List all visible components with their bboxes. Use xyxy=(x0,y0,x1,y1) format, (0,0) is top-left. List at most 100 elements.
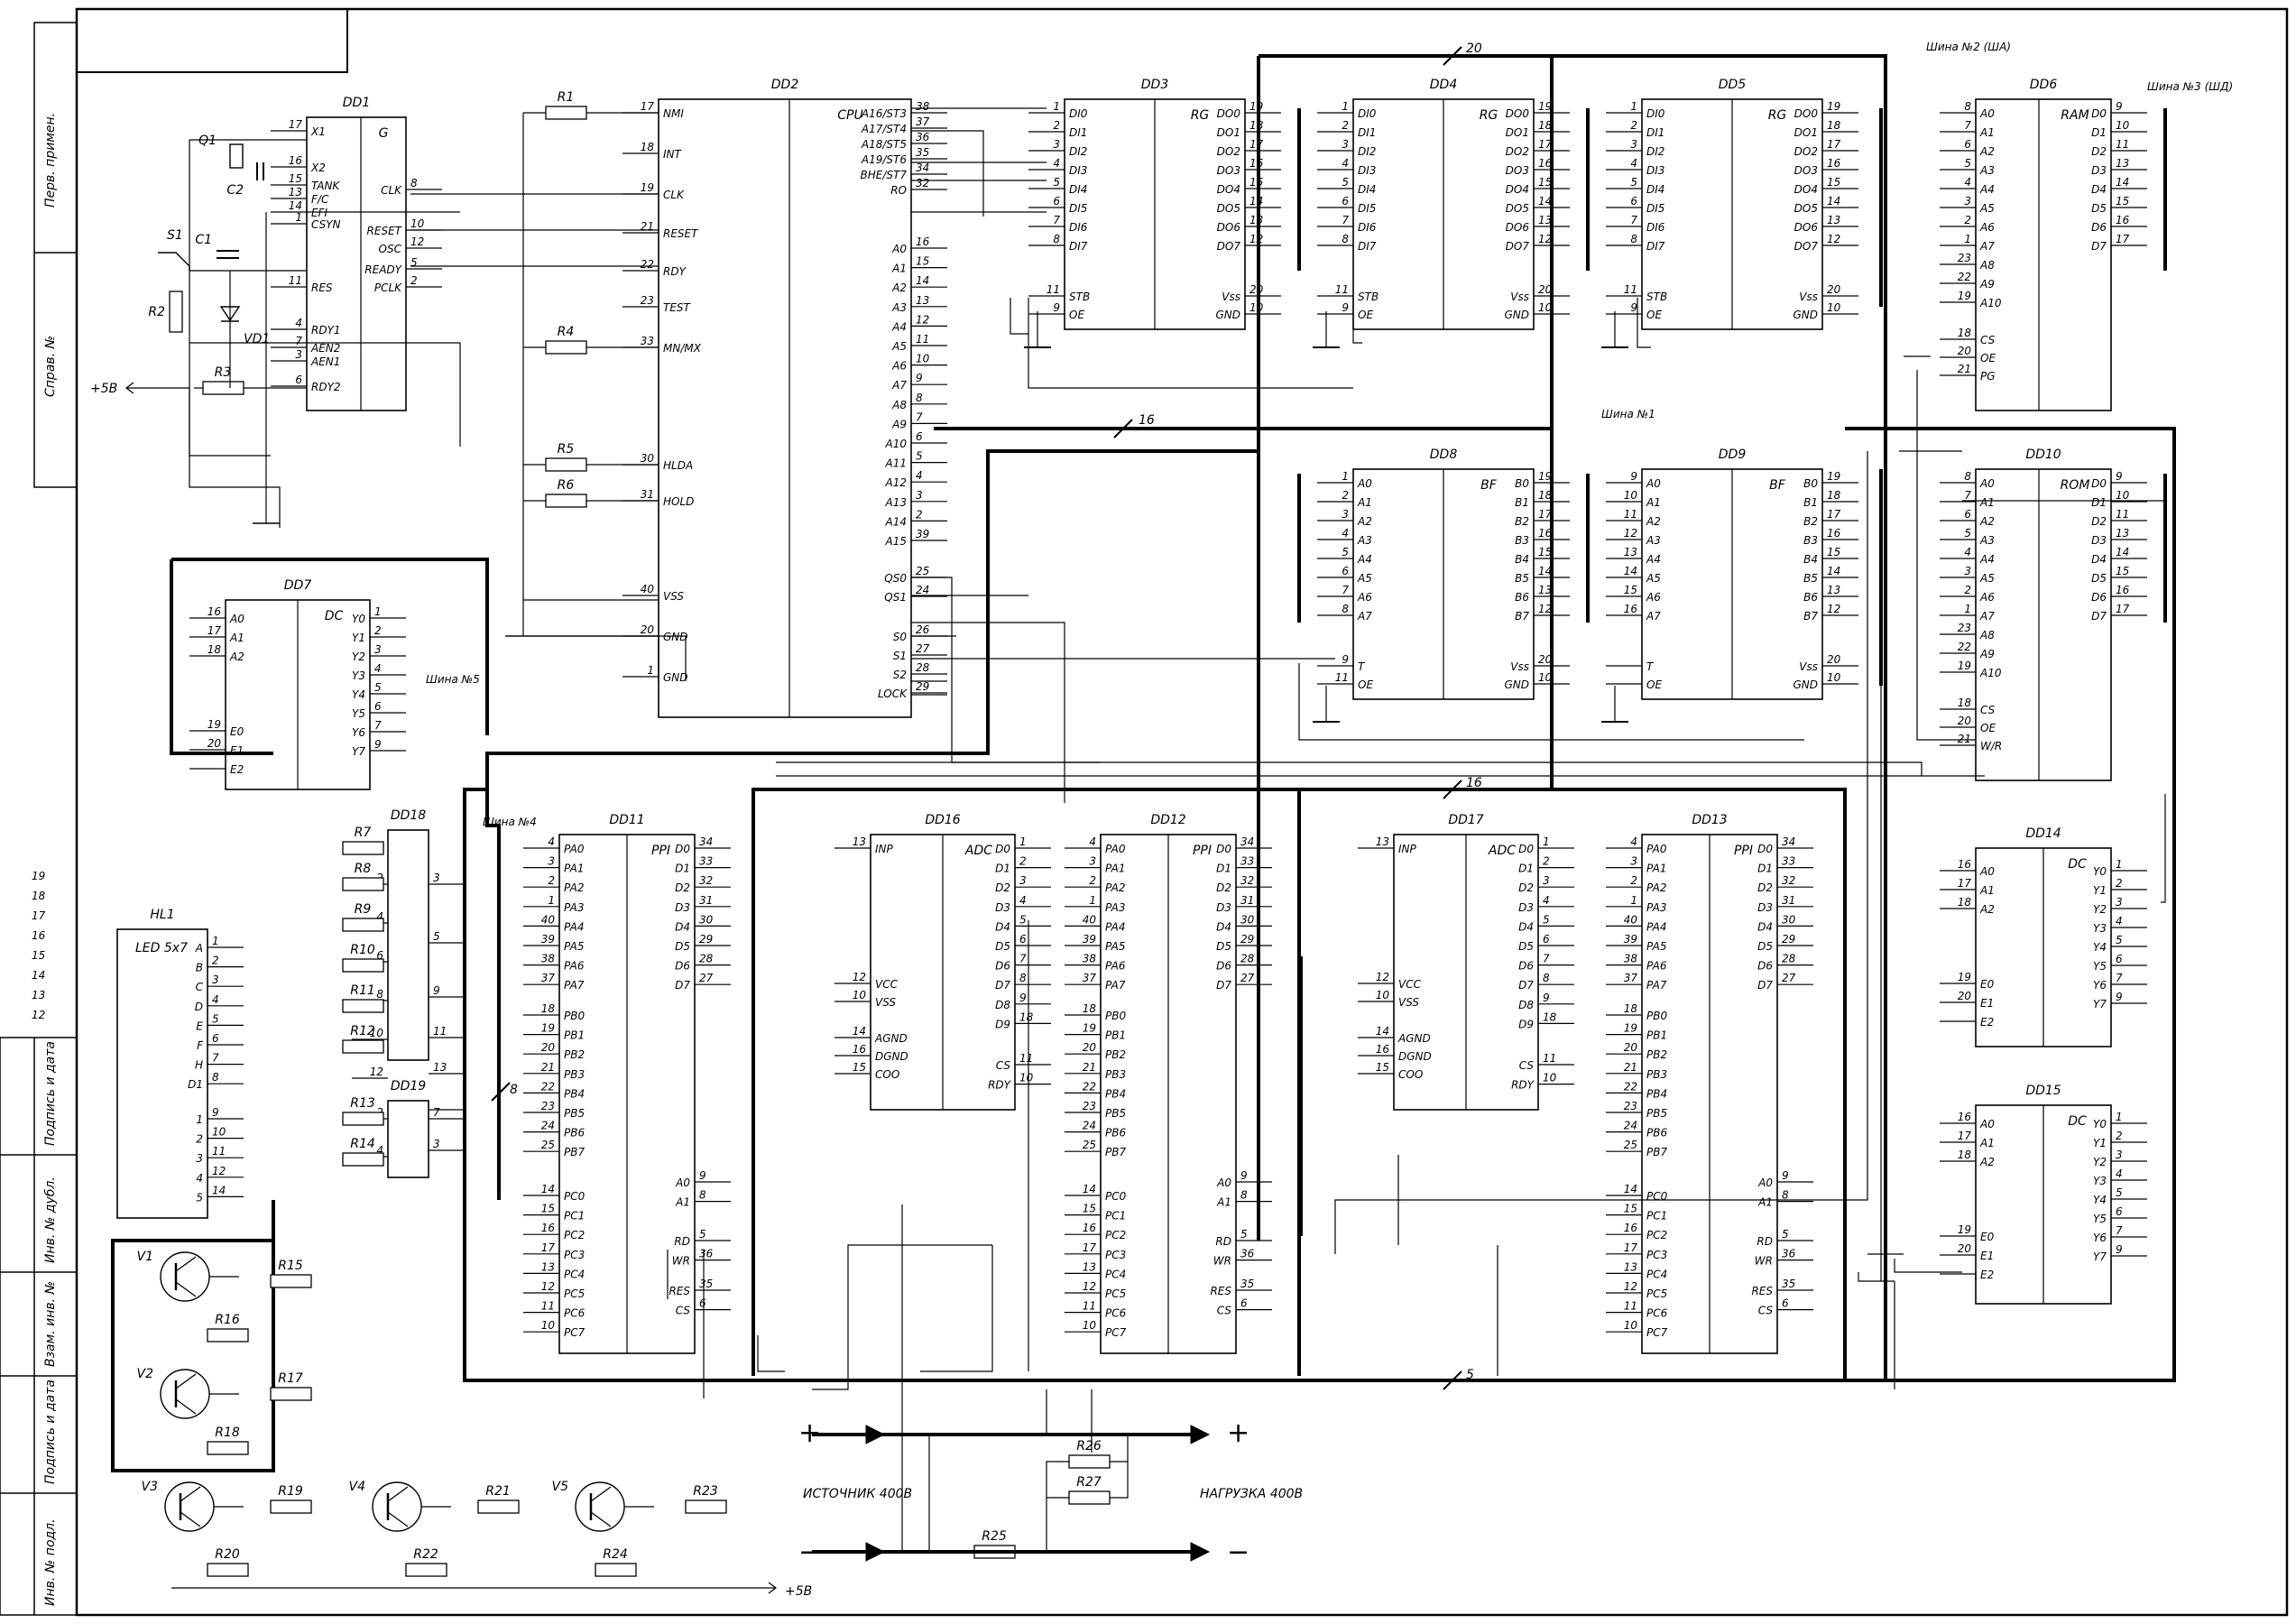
chip-pin-label: A5 xyxy=(1979,572,1995,585)
chip-pin-label: D2 xyxy=(675,881,690,894)
chip-pin-label: PC7 xyxy=(1105,1326,1127,1339)
chip-pin-number: 27 xyxy=(916,642,930,655)
chip-pin-number: 7 xyxy=(433,1106,440,1119)
chip-pin-label: S1 xyxy=(893,650,907,662)
chip-pin-label: D3 xyxy=(675,901,690,914)
chip-pin-number: 18 xyxy=(1083,1002,1097,1015)
chip-pin-number: 32 xyxy=(1782,874,1795,887)
resistor-r24: R24 xyxy=(595,1547,637,1577)
chip-pin-label: PC4 xyxy=(1646,1268,1667,1280)
chip-pin-number: 8 xyxy=(699,1189,706,1202)
chip-pin-label: PC0 xyxy=(564,1190,586,1203)
chip-pin-label: DO2 xyxy=(1217,145,1240,158)
chip-pin-number: 6 xyxy=(1342,565,1349,577)
chip-designator: DD16 xyxy=(925,813,960,827)
chip-pin-label: B1 xyxy=(1803,496,1818,509)
chip-pin-label: Y6 xyxy=(2093,1232,2107,1244)
chip-pin-label: A2 xyxy=(1979,145,1995,158)
ground-symbol xyxy=(1313,686,1340,723)
chip-pin-number: 1 xyxy=(374,605,382,618)
chip-pin-label: PC6 xyxy=(1646,1307,1668,1320)
chip-dd18: DD18246810123591113 xyxy=(352,808,465,1111)
chip-pin-number: 4 xyxy=(212,993,219,1006)
chip-pin-label: DO3 xyxy=(1217,164,1240,177)
chip-pin-label: PC5 xyxy=(1105,1287,1126,1300)
chip-pin-number: 15 xyxy=(1538,176,1552,189)
chip-pin-label: D3 xyxy=(995,901,1010,914)
chip-pin-number: 14 xyxy=(1827,195,1840,208)
chip-pin-number: 29 xyxy=(1240,933,1254,946)
chip-pin-label: PC4 xyxy=(1105,1268,1126,1280)
chip-pin-label: A5 xyxy=(1979,202,1995,215)
chip-pin-label: A1 xyxy=(891,263,907,275)
resistor-body xyxy=(342,958,384,973)
chip-pin-number: 4 xyxy=(548,835,555,848)
chip-pin-label: PA5 xyxy=(1646,940,1666,953)
chip-pin-label: A4 xyxy=(1357,553,1372,566)
chip-pin-number: 15 xyxy=(2116,195,2129,208)
chip-pin-number: 23 xyxy=(1958,622,1971,634)
chip-pin-label: DI3 xyxy=(1069,164,1087,177)
chip-pin-label: DO5 xyxy=(1794,202,1818,215)
chip-pin-label: D4 xyxy=(2091,553,2107,566)
chip-pin-label: A18/ST5 xyxy=(861,138,907,151)
chip-pin-label: VCC xyxy=(875,978,899,991)
chip-pin-number: 31 xyxy=(1782,894,1795,907)
chip-pin-label: PB1 xyxy=(1646,1029,1667,1042)
chip-pin-label: 2 xyxy=(196,1133,203,1146)
chip-pin-number: 5 xyxy=(2116,1186,2123,1199)
chip-pin-number: 11 xyxy=(1543,1052,1556,1065)
chip-pin-label: PA1 xyxy=(564,863,584,875)
chip-pin-label: DO4 xyxy=(1217,183,1240,196)
chip-pin-number: 7 xyxy=(1342,214,1349,226)
chip-pin-label: PC7 xyxy=(564,1326,586,1339)
chip-pin-number: 13 xyxy=(433,1061,447,1074)
chip-pin-number: 17 xyxy=(541,1241,556,1254)
chip-pin-number: 9 xyxy=(1342,301,1349,314)
chip-pin-number: 6 xyxy=(376,949,383,962)
chip-pin-label: PC5 xyxy=(564,1287,585,1300)
chip-pin-number: 2 xyxy=(548,874,555,887)
chip-pin-label: Y3 xyxy=(352,669,365,682)
chip-pin-label: RES xyxy=(1751,1285,1773,1297)
resistor-body xyxy=(342,1112,384,1126)
chip-pin-number: 3 xyxy=(2116,896,2123,909)
chip-pin-label: PC2 xyxy=(1105,1229,1126,1241)
chip-pin-label: MN/MX xyxy=(663,342,702,355)
chip-pin-label: A2 xyxy=(1979,515,1995,528)
chip-designator: DD7 xyxy=(284,578,312,593)
chip-designator: DD15 xyxy=(2025,1084,2061,1098)
chip-pin-label: Y7 xyxy=(2093,998,2107,1010)
chip-pin-label: LOCK xyxy=(878,687,908,700)
cap2-label: C2 xyxy=(226,183,244,198)
chip-pin-label: PC2 xyxy=(564,1229,585,1241)
chip-type: CPU xyxy=(837,108,862,123)
chip-pin-number: 16 xyxy=(1538,157,1553,170)
chip-pin-number: 20 xyxy=(1958,1242,1972,1255)
chip-pin-number: 6 xyxy=(916,430,923,443)
chip-pin-number: 39 xyxy=(541,933,555,946)
resistor-label: R15 xyxy=(278,1259,303,1273)
chip-pin-label: 1 xyxy=(196,1113,203,1126)
chip-pin-label: PA3 xyxy=(564,901,584,914)
chip-pin-label: RD xyxy=(674,1235,690,1248)
chip-pin-label: PA5 xyxy=(564,940,584,953)
chip-pin-label: A2 xyxy=(1979,903,1995,916)
bus-label-16a: 16 xyxy=(1139,413,1155,428)
chip-pin-label: DI0 xyxy=(1358,107,1377,120)
chip-pin-label: A0 xyxy=(1979,865,1995,878)
chip-pin-number: 15 xyxy=(1538,546,1552,558)
chip-pin-number: 12 xyxy=(1538,233,1552,245)
chip-pin-label: B5 xyxy=(1803,572,1818,585)
chip-pin-number: 16 xyxy=(1538,527,1553,540)
stamp-dup-no: Инв. № дубл. xyxy=(43,1176,58,1263)
chip-pin-number: 19 xyxy=(1538,470,1552,483)
chip-pin-label: DI2 xyxy=(1358,145,1376,158)
chip-pin-label: A6 xyxy=(1979,591,1995,604)
chip-pin-label: Y0 xyxy=(352,613,365,625)
chip-pin-label: A0 xyxy=(1979,477,1995,490)
chip-pin-label: PB0 xyxy=(1646,1010,1667,1022)
chip-pin-label: CS xyxy=(1758,1305,1774,1317)
chip-pin-number: 11 xyxy=(2116,508,2129,521)
chip-pin-number: 5 xyxy=(1342,176,1349,189)
